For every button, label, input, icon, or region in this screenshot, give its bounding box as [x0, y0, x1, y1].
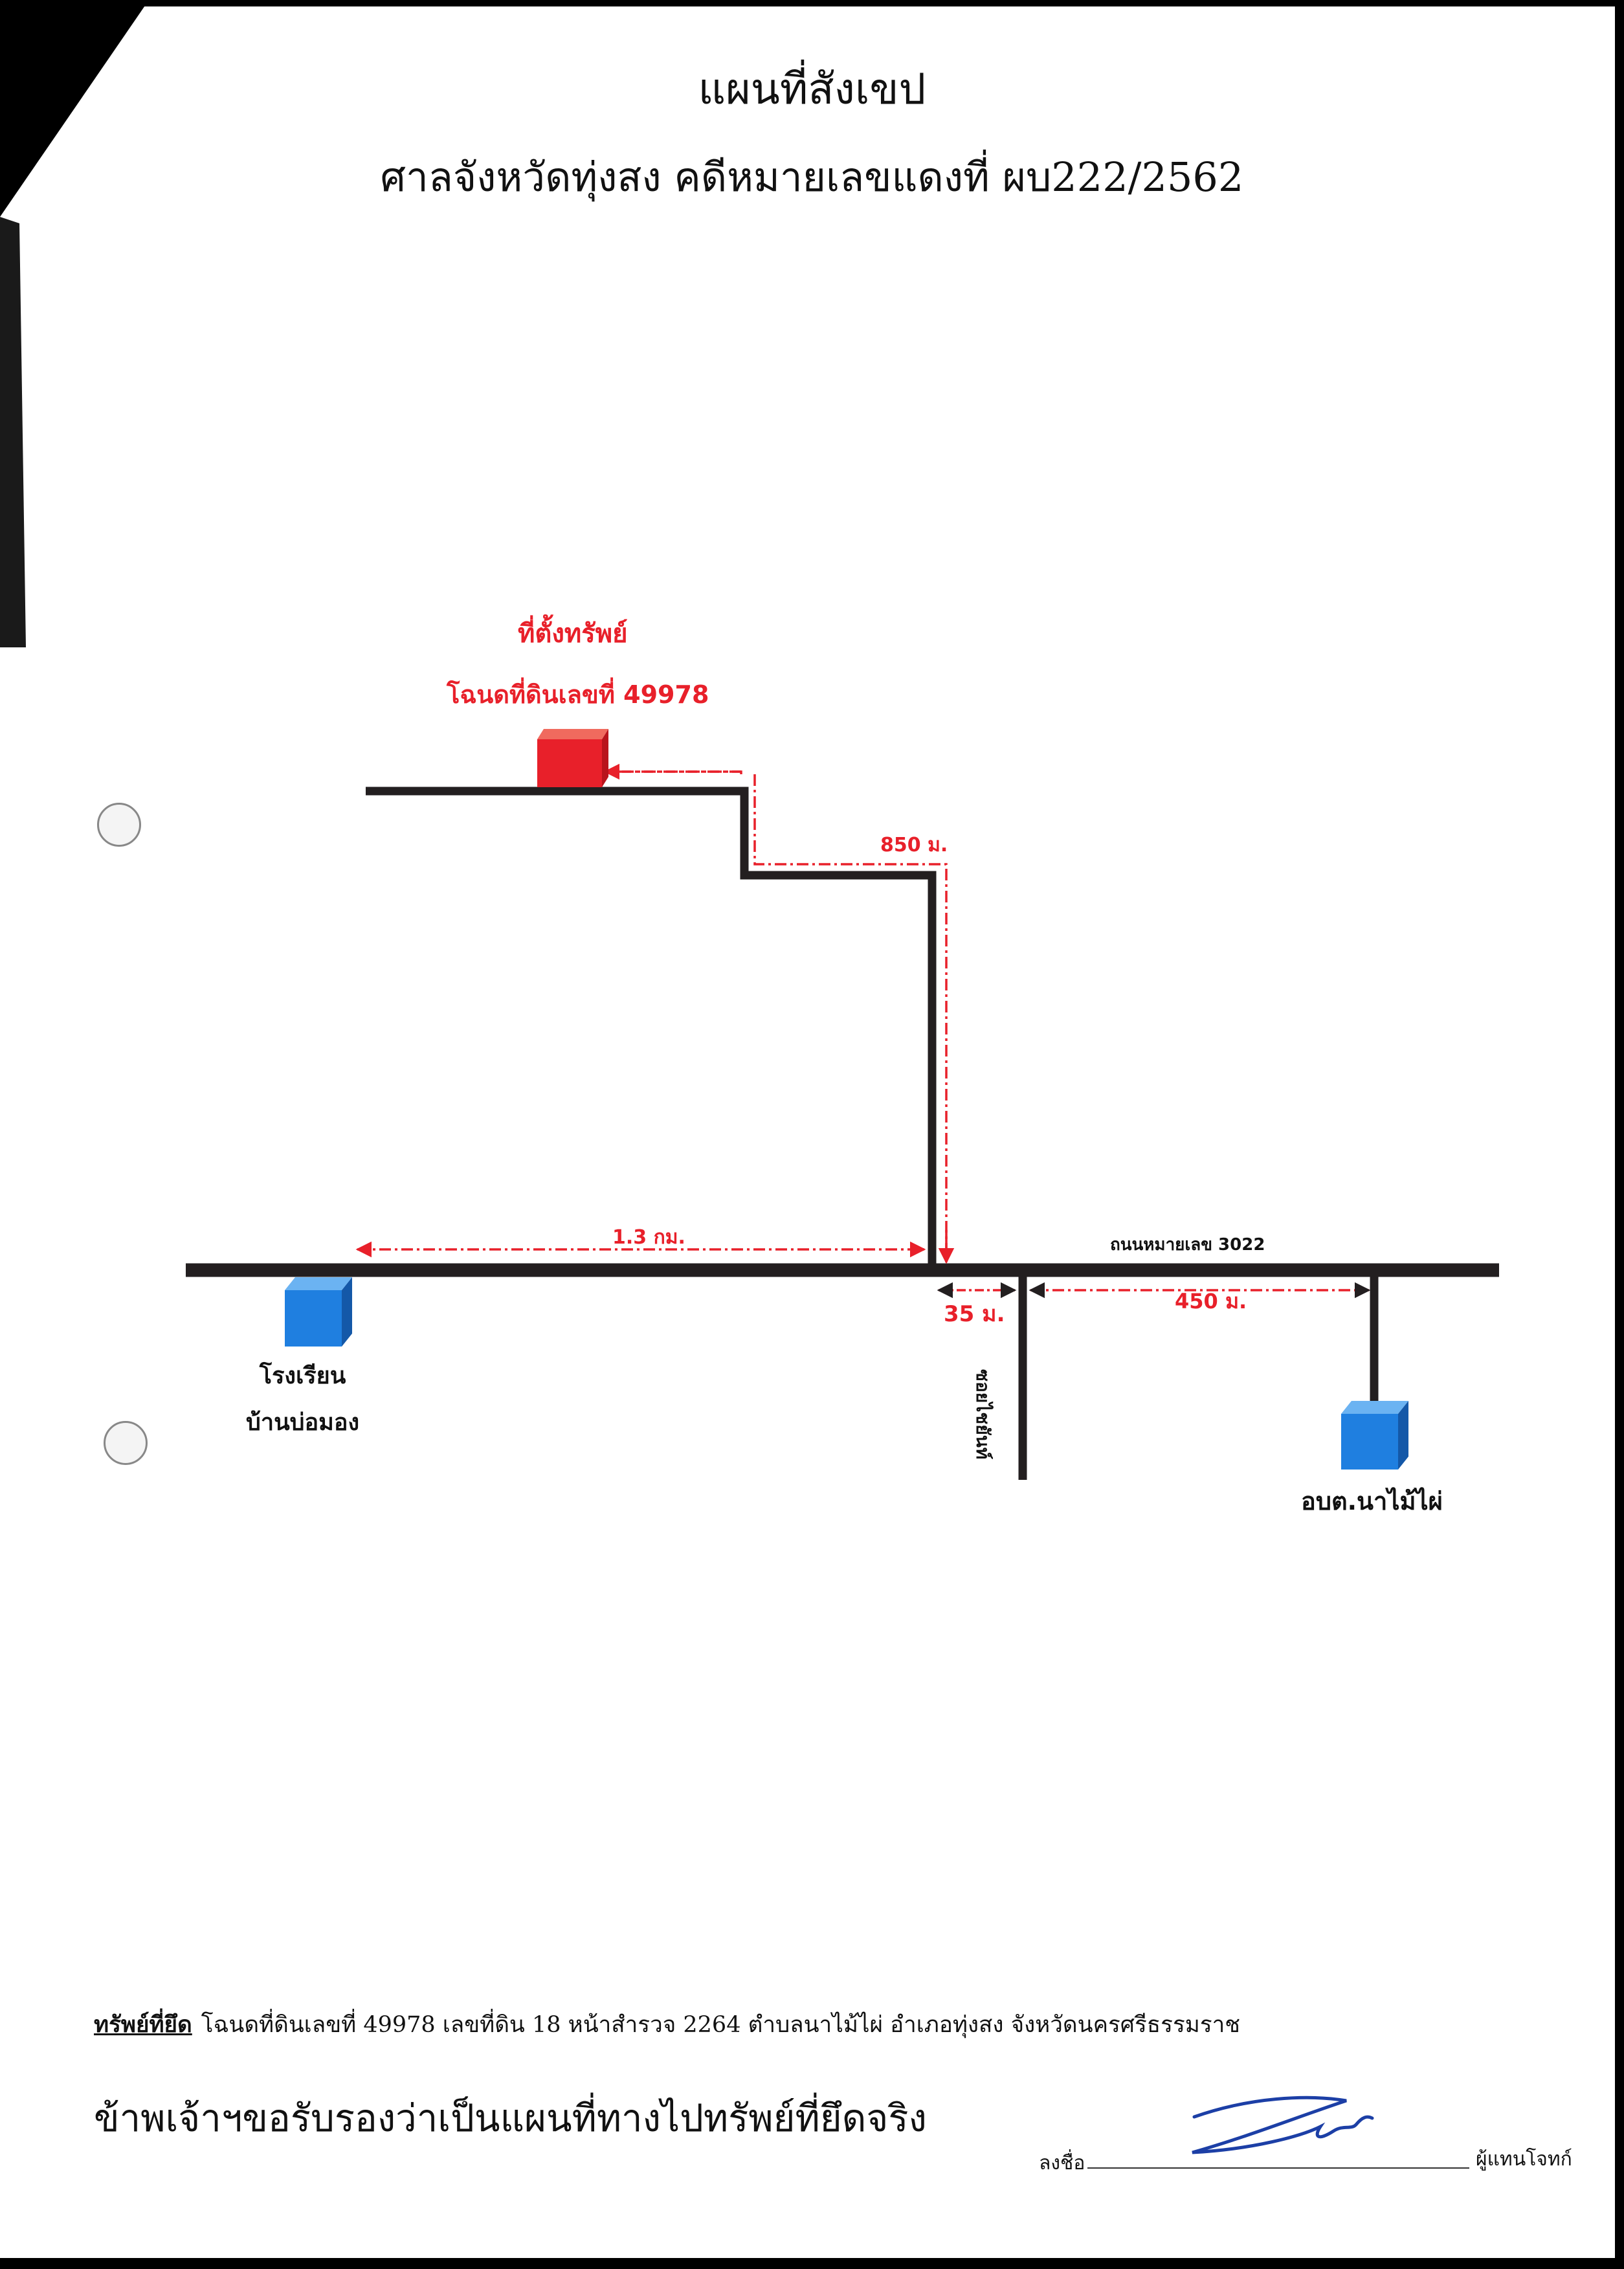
property-heading: ที่ตั้งทรัพย์ — [518, 619, 628, 649]
access-road — [366, 787, 937, 1270]
signature-line — [1087, 2167, 1469, 2169]
sign-label: ลงชื่อ — [1039, 2152, 1085, 2174]
folded-corner — [0, 0, 149, 647]
distance-850m: 850 ม. — [880, 834, 948, 856]
seized-heading: ทรัพย์ที่ยึด — [94, 2011, 192, 2038]
tao-label: อบต.นาไม้ไผ่ — [1301, 1487, 1443, 1515]
school-label: โรงเรียน บ้านบ่อมอง — [246, 1353, 359, 1446]
certification-text: ข้าพเจ้าฯขอรับรองว่าเป็นแผนที่ทางไปทรัพย… — [94, 2096, 927, 2140]
school-label-line1: โรงเรียน — [259, 1363, 346, 1389]
scan-border-bottom — [0, 2258, 1624, 2269]
tao-marker — [1341, 1401, 1408, 1470]
punch-hole-upper — [97, 803, 141, 847]
school-label-line2: บ้านบ่อมอง — [246, 1409, 360, 1436]
page-title: แผนที่สังเขป — [698, 64, 926, 114]
road-label-3022: ถนนหมายเลข 3022 — [1110, 1235, 1265, 1255]
distance-1-3km: 1.3 กม. — [612, 1226, 685, 1249]
distance-450m: 450 ม. — [1175, 1289, 1247, 1313]
seized-property: ทรัพย์ที่ยึด โฉนดที่ดินเลขที่ 49978 เลขที… — [94, 2007, 1240, 2042]
seized-text: โฉนดที่ดินเลขที่ 49978 เลขที่ดิน 18 หน้า… — [201, 2012, 1241, 2038]
signature — [1192, 2096, 1374, 2154]
school-marker — [285, 1277, 352, 1347]
scan-border-right — [1615, 0, 1624, 2269]
road-label-soi: ซอยไชยันท์ — [972, 1369, 994, 1460]
page-subtitle: ศาลจังหวัดทุ่งสง คดีหมายเลขแดงที่ ผบ222/… — [380, 153, 1244, 201]
property-marker — [537, 729, 608, 787]
representative-label: ผู้แทนโจทก์ — [1476, 2148, 1572, 2171]
punch-hole-lower — [104, 1421, 148, 1465]
distance-35m: 35 ม. — [944, 1301, 1005, 1327]
property-deed: โฉนดที่ดินเลขที่ 49978 — [447, 680, 709, 709]
scan-border-top — [0, 0, 1624, 6]
